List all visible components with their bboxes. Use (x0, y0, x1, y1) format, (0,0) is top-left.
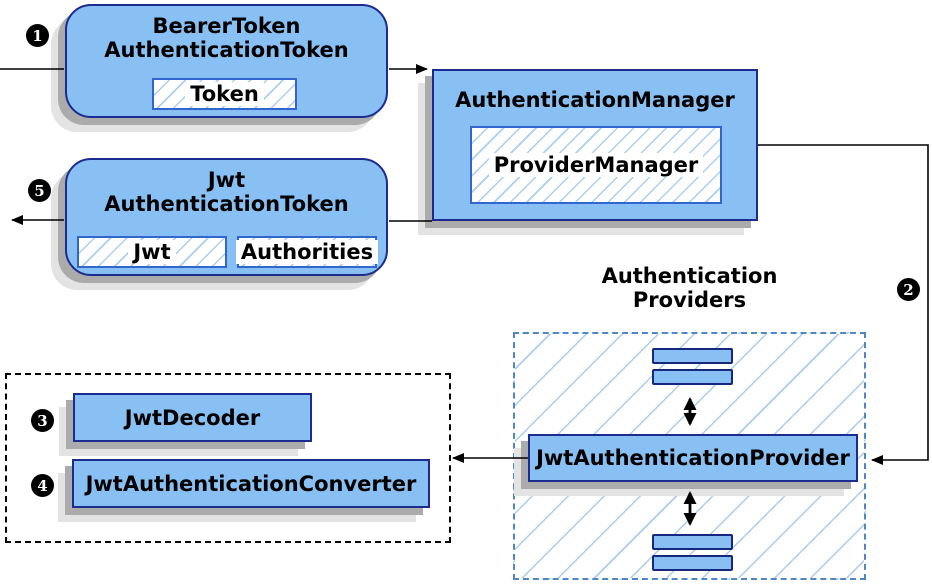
authentication-manager-title: AuthenticationManager (455, 88, 735, 112)
bearer-token-title-line2: AuthenticationToken (104, 38, 349, 62)
jwt-authentication-converter-title: JwtAuthenticationConverter (85, 471, 417, 496)
authentication-manager-node: AuthenticationManager ProviderManager (432, 69, 758, 221)
authentication-providers-label: Authentication Providers (513, 264, 866, 312)
authentication-providers-label-line1: Authentication (601, 264, 778, 288)
token-field: Token (152, 78, 297, 110)
authorities-field-label: Authorities (235, 240, 379, 264)
jwt-authentication-provider-node: JwtAuthenticationProvider (528, 434, 858, 482)
jwt-decoder-node: JwtDecoder (73, 393, 312, 442)
jwt-processing-group (5, 373, 451, 543)
step-4-badge: 4 (31, 474, 54, 497)
step-3-badge: 3 (31, 409, 54, 432)
jwt-authentication-token-node: Jwt AuthenticationToken Jwt Authorities (65, 158, 388, 276)
jwt-field: Jwt (77, 236, 227, 268)
jwt-authentication-converter-node: JwtAuthenticationConverter (72, 459, 430, 508)
provider-stack-bar (652, 348, 733, 364)
provider-stack-bar (652, 555, 733, 571)
jwt-token-title-line1: Jwt (207, 168, 246, 192)
bearer-token-title-line1: BearerToken (152, 14, 301, 38)
authorities-field: Authorities (235, 236, 379, 268)
jwt-field-label: Jwt (128, 240, 176, 264)
provider-stack-bar (652, 534, 733, 550)
step-5-badge: 5 (28, 179, 51, 202)
provider-stack-bar (652, 369, 733, 385)
provider-manager-field: ProviderManager (470, 126, 722, 204)
authentication-providers-label-line2: Providers (632, 288, 747, 312)
jwt-token-title-line2: AuthenticationToken (104, 192, 349, 216)
jwt-decoder-title: JwtDecoder (124, 405, 261, 430)
provider-manager-field-label: ProviderManager (488, 153, 704, 177)
token-field-label: Token (185, 82, 264, 106)
jwt-authentication-provider-title: JwtAuthenticationProvider (536, 446, 850, 470)
step-2-badge: 2 (897, 278, 920, 301)
step-1-badge: 1 (26, 24, 49, 47)
bearer-token-authentication-token-node: BearerToken AuthenticationToken Token (65, 4, 388, 118)
